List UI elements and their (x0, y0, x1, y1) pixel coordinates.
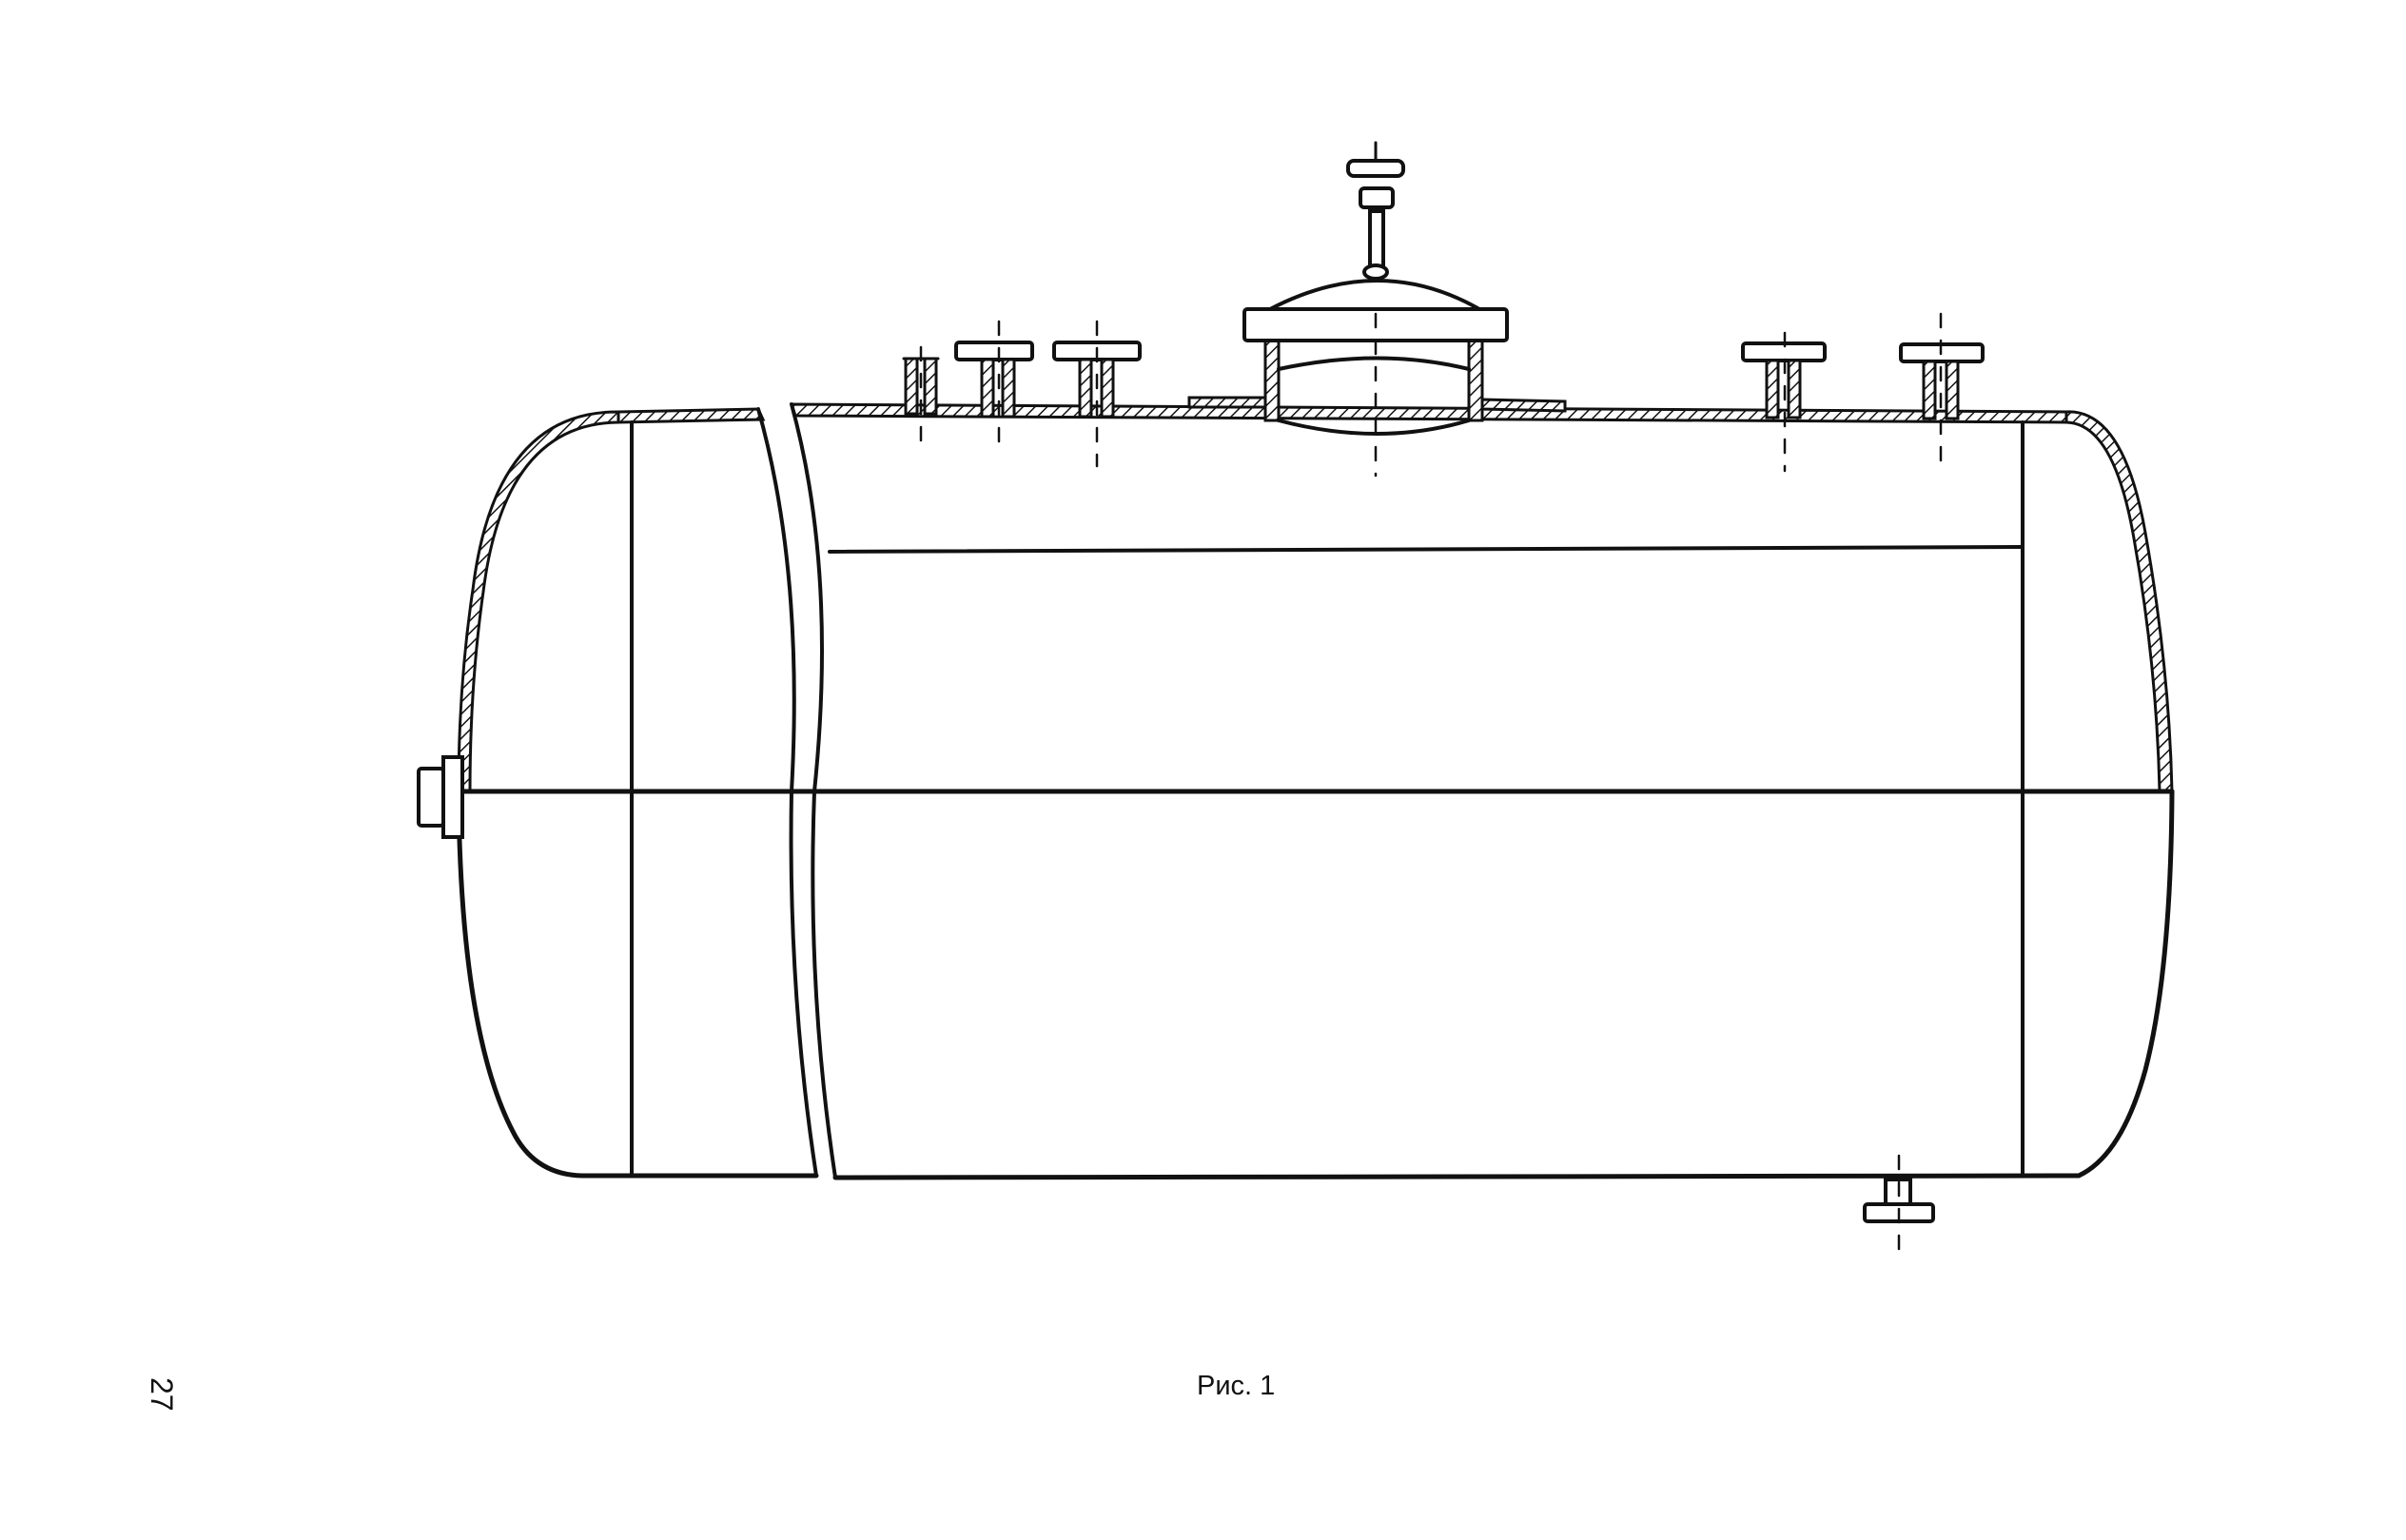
manhole-with-cover-icon (1242, 141, 1509, 478)
left-head-lower (456, 789, 819, 1179)
shell-bottom (832, 1173, 2082, 1180)
flanged-nozzle-icon (1899, 312, 1985, 473)
flanged-nozzle-icon (954, 320, 1034, 457)
left-head-wall (457, 410, 620, 793)
tank-shell (456, 402, 2175, 1180)
flanged-nozzle-icon (1741, 331, 1827, 473)
right-head-wall (2064, 410, 2174, 793)
drain-nozzle-icon (1863, 1154, 1935, 1256)
flanged-nozzle-icon (1052, 320, 1142, 468)
page-number: 27 (145, 1377, 179, 1412)
manhole-pad-left (1187, 396, 1267, 409)
left-top-wall (616, 407, 766, 424)
right-head-lower (2076, 789, 2175, 1179)
top-nozzle-small (902, 345, 940, 454)
upper-longitudinal-line (828, 545, 2025, 554)
manhole-pad-right (1480, 398, 1567, 413)
side-fitting-icon (417, 755, 464, 839)
figure-caption: Рис. 1 (1197, 1371, 1276, 1401)
